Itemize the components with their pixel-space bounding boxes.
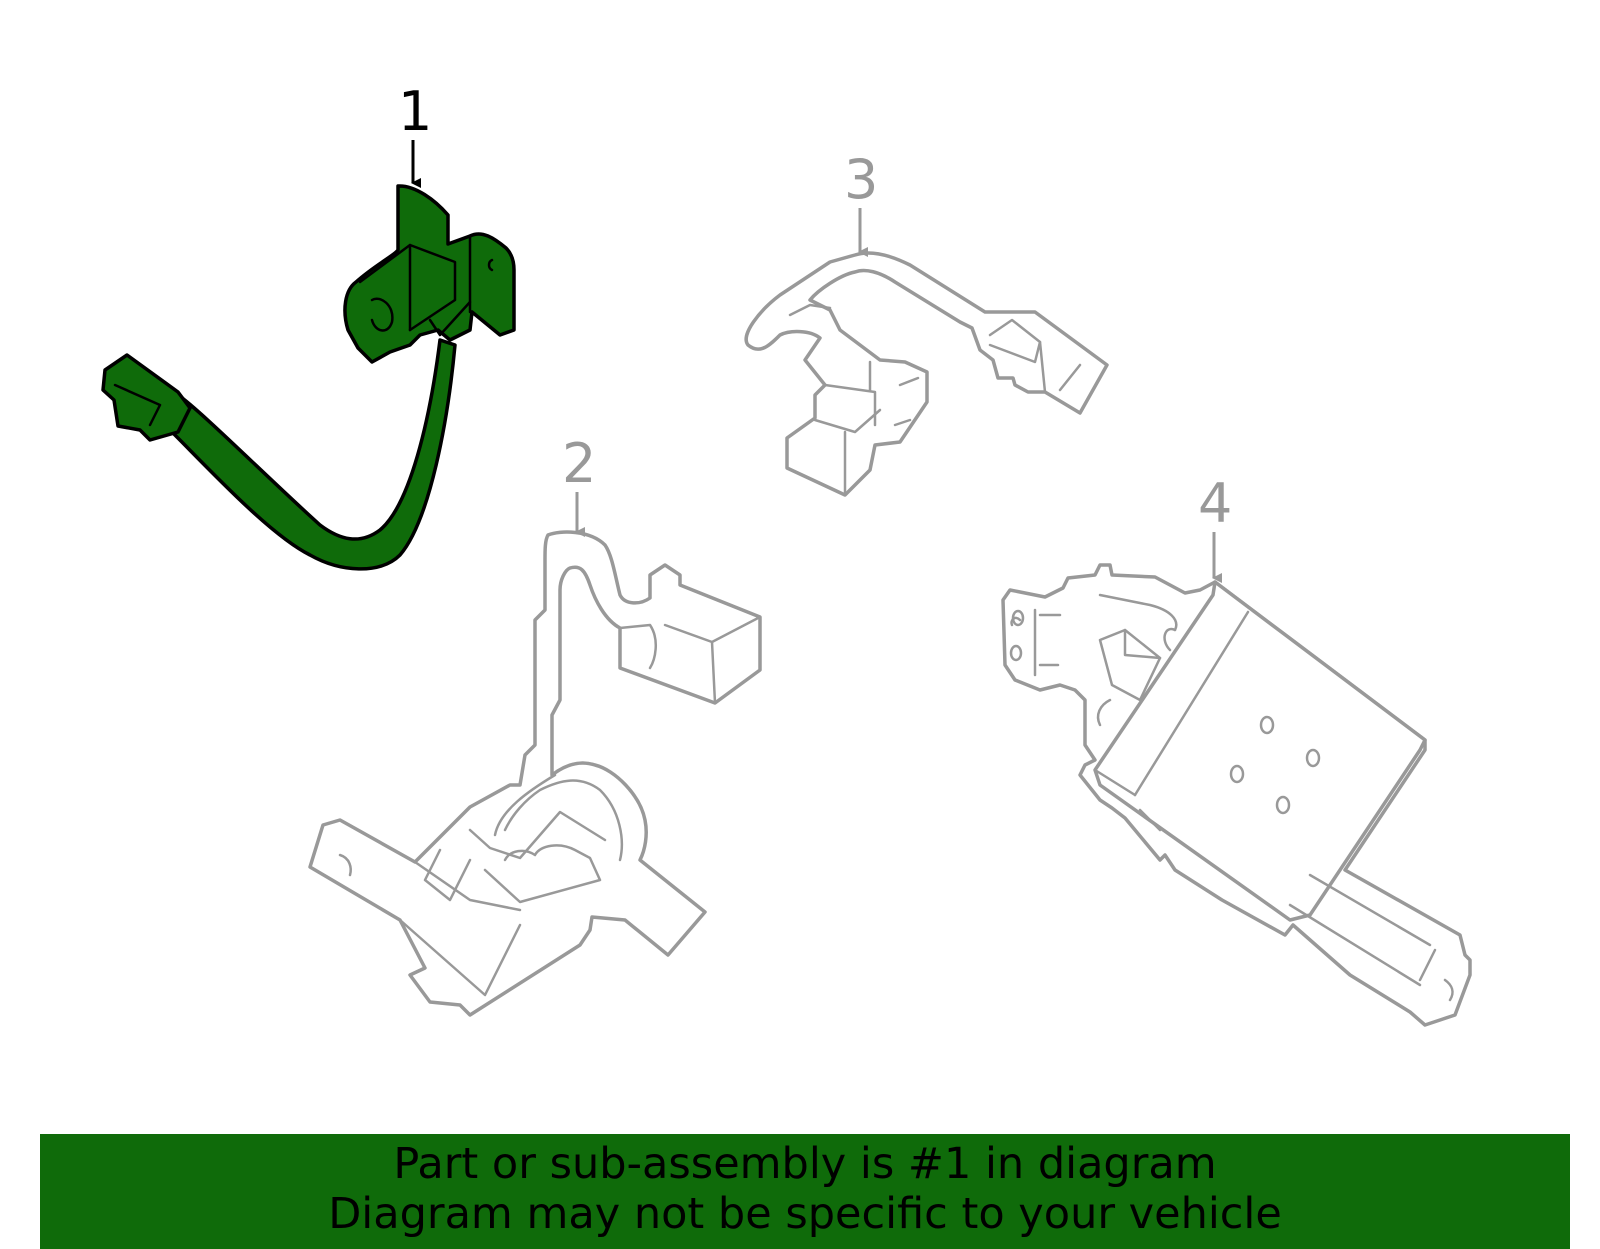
callout-3-label: 3 [844,148,878,211]
banner-line-2: Diagram may not be specific to your vehi… [328,1189,1282,1239]
callout-1-label: 1 [398,80,432,143]
banner-line-1: Part or sub-assembly is #1 in diagram [393,1139,1217,1189]
part-4-control-module[interactable] [1001,563,1472,1027]
part-2-bracket-assembly[interactable] [308,530,762,1017]
part-3-connector-harness[interactable] [744,251,1109,497]
part-1-sensor-harness[interactable] [101,184,516,571]
callout-4-label: 4 [1198,472,1232,535]
callout-2-label: 2 [562,432,596,495]
info-banner: Part or sub-assembly is #1 in diagram Di… [40,1134,1570,1249]
